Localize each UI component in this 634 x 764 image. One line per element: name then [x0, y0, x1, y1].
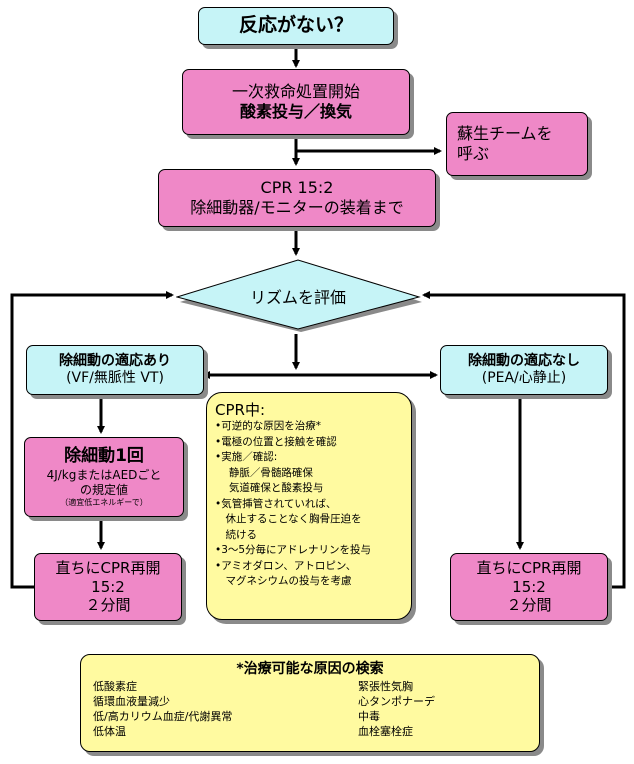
during-cpr-item: •電極の位置と接触を確認: [215, 435, 337, 448]
cause-item: 心タンポナーデ: [358, 694, 435, 708]
team-line1: 蘇生チームを: [457, 124, 553, 143]
resume-left-line3: ２分間: [85, 596, 131, 615]
during-cpr-list: •可逆的な原因を治療* •電極の位置と接触を確認 •実施／確認: 静脈／骨髄路確…: [215, 419, 371, 590]
shockable-box: 除細動の適応あり (VF/無脈性 VT): [26, 345, 204, 395]
title-box: 反応がない？: [198, 7, 394, 45]
during-cpr-item: 気道確保と酸素投与: [215, 482, 324, 494]
causes-left-column: 低酸素症 循環血液量減少 低/高カリウム血症/代謝異常 低体温: [81, 679, 310, 739]
cpr-line1: CPR 15:2: [260, 178, 334, 197]
cause-item: 中毒: [358, 709, 380, 723]
during-cpr-item: •気管挿管されていれば、: [215, 497, 337, 510]
nonshockable-line2: (PEA/心静止): [481, 370, 567, 386]
resume-cpr-right-box: 直ちにCPR再開 15:2 ２分間: [450, 553, 608, 621]
during-cpr-item: •アミオダロン、アトロピン、: [215, 559, 357, 572]
nonshockable-box: 除細動の適応なし (PEA/心静止): [440, 345, 608, 395]
causes-right-column: 緊張性気胸 心タンポナーデ 中毒 血栓塞栓症: [310, 679, 539, 739]
resume-left-line1: 直ちにCPR再開: [55, 558, 161, 577]
reversible-causes-box: *治療可能な原因の検索 低酸素症 循環血液量減少 低/高カリウム血症/代謝異常 …: [80, 654, 540, 752]
rhythm-label: リズムを評価: [249, 288, 346, 307]
defib-box: 除細動1回 4J/kgまたはAEDごと の規定値 （適宜低エネルギーで）: [24, 437, 184, 517]
nonshockable-line1: 除細動の適応なし: [468, 352, 580, 369]
defib-line1: 除細動1回: [64, 446, 144, 467]
cause-item: 低体温: [93, 724, 126, 738]
bls-line1: 一次救命処置開始: [231, 82, 360, 101]
loop-left: [10, 291, 174, 589]
call-team-box: 蘇生チームを 呼ぶ: [446, 112, 588, 176]
defib-line2: 4J/kgまたはAEDごと: [46, 467, 162, 482]
during-cpr-item: •実施／確認:: [215, 451, 278, 463]
cause-item: 循環血液量減少: [93, 694, 170, 708]
causes-heading: *治療可能な原因の検索: [236, 661, 384, 677]
team-line2: 呼ぶ: [457, 144, 490, 163]
during-cpr-item: マグネシウムの投与を考慮: [215, 575, 352, 587]
title-text: 反応がない？: [238, 14, 353, 37]
cause-item: 低酸素症: [93, 679, 137, 693]
defib-line3: の規定値: [79, 482, 128, 497]
during-cpr-item: 静脈／骨髄路確保: [215, 466, 313, 479]
bls-box: 一次救命処置開始 酸素投与／換気: [182, 69, 410, 135]
rhythm-diamond: [176, 259, 422, 332]
during-cpr-item: •3～5分毎にアドレナリンを投与: [215, 544, 372, 556]
cpr-line2: 除細動器/モニターの装着まで: [190, 198, 404, 217]
cause-item: 低/高カリウム血症/代謝異常: [93, 709, 233, 723]
cause-item: 血栓塞栓症: [358, 724, 413, 738]
cause-item: 緊張性気胸: [358, 679, 413, 693]
defib-line4: （適宜低エネルギーで）: [60, 497, 148, 507]
during-cpr-item: •可逆的な原因を治療*: [215, 420, 321, 432]
shockable-line1: 除細動の適応あり: [59, 352, 171, 369]
resume-cpr-left-box: 直ちにCPR再開 15:2 ２分間: [34, 553, 182, 621]
loop-right: [422, 291, 626, 589]
during-cpr-heading: CPR中:: [215, 401, 265, 419]
during-cpr-box: CPR中: •可逆的な原因を治療* •電極の位置と接触を確認 •実施／確認: 静…: [206, 392, 412, 620]
during-cpr-item: 続ける: [215, 528, 257, 541]
resume-left-line2: 15:2: [91, 577, 125, 596]
cpr-start-box: CPR 15:2 除細動器/モニターの装着まで: [158, 169, 436, 227]
resume-right-line3: ２分間: [506, 596, 552, 615]
during-cpr-item: 休止することなく胸骨圧迫を: [215, 513, 362, 525]
resume-right-line2: 15:2: [512, 577, 546, 596]
bls-line2: 酸素投与／換気: [239, 102, 352, 121]
shockable-line2: (VF/無脈性 VT): [66, 370, 164, 386]
resume-right-line1: 直ちにCPR再開: [476, 558, 582, 577]
